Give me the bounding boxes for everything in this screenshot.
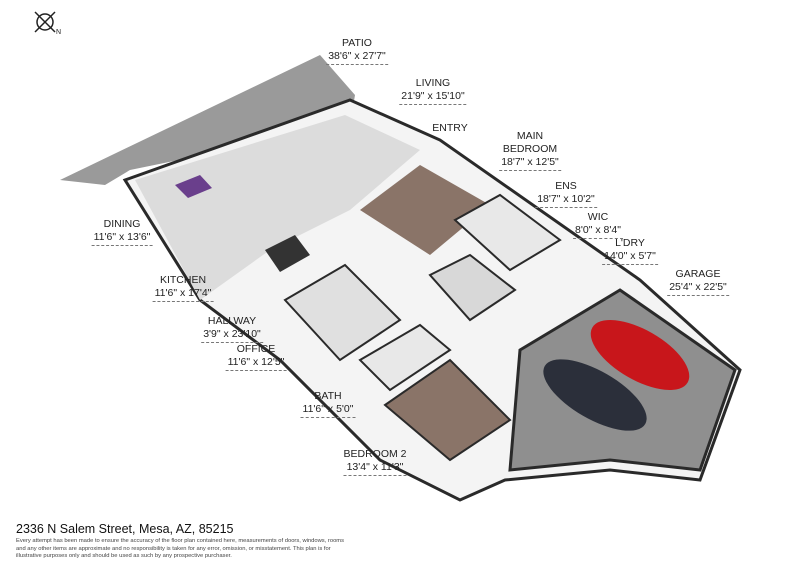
room-label-entry: ENTRY [432,122,468,134]
patio-area [60,55,355,185]
ensuite-floor [453,193,562,272]
property-address: 2336 N Salem Street, Mesa, AZ, 85215 [16,522,234,536]
compass-label: N [56,29,62,36]
car-dark [543,359,647,431]
bedroom2-floor [383,358,512,462]
garage-floor [508,288,737,472]
wic-floor [428,253,517,322]
bath-floor [358,323,452,392]
north-arrow-icon [34,11,56,33]
main-bedroom-floor [360,165,490,255]
office-floor [283,263,402,362]
living-dining-floor [135,115,420,300]
disclaimer: Every attempt has been made to ensure th… [16,538,345,559]
car-red [590,320,690,390]
dining-table [175,175,212,198]
kitchen-island [265,235,310,272]
